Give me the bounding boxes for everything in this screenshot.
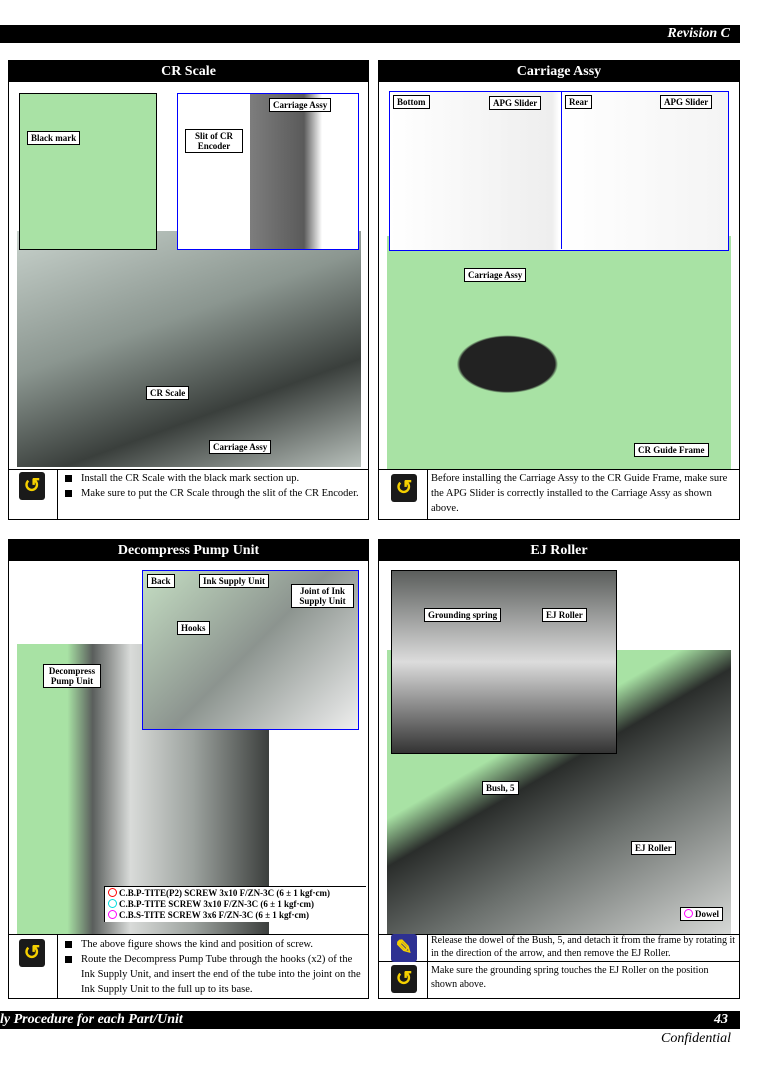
footer-bar: ly Procedure for each Part/Unit 43	[0, 1011, 740, 1029]
label-pump: Decompress Pump Unit	[43, 664, 101, 688]
encoder-inset	[177, 93, 359, 250]
label-apg-slider: APG Slider	[489, 96, 542, 110]
label-back: Back	[147, 574, 175, 588]
bottom-rear-inset	[389, 91, 729, 251]
label-dowel: Dowel	[680, 907, 723, 921]
panel-decompress-pump: Decompress Pump Unit Back Ink Supply Uni…	[8, 539, 369, 999]
footer-section: ly Procedure for each Part/Unit	[0, 1012, 183, 1027]
label-cr-scale: CR Scale	[146, 386, 190, 400]
label-cr-guide-frame: CR Guide Frame	[634, 443, 709, 457]
panel-title: Decompress Pump Unit	[9, 540, 368, 561]
cr-scale-notes: Install the CR Scale with the black mark…	[63, 471, 363, 501]
note: Route the Decompress Pump Tube through t…	[63, 952, 365, 997]
note: The above figure shows the kind and posi…	[63, 937, 365, 952]
confidential-label: Confidential	[661, 1031, 731, 1046]
revision-label: Revision C	[667, 26, 730, 41]
panel-title: EJ Roller	[379, 540, 739, 561]
grounding-inset	[391, 570, 617, 754]
label-hooks: Hooks	[177, 621, 210, 635]
label-carriage: Carriage Assy	[464, 268, 527, 282]
label-slit: Slit of CR Encoder	[185, 129, 243, 153]
reassembly-arrow-icon: ↺	[391, 965, 417, 993]
label-bush: Bush, 5	[482, 781, 519, 795]
note: Install the CR Scale with the black mark…	[63, 471, 363, 486]
label-grounding-spring: Grounding spring	[424, 608, 502, 622]
reassembly-arrow-icon: ↺	[19, 939, 45, 967]
label-ink-supply: Ink Supply Unit	[199, 574, 270, 588]
panel-title: Carriage Assy	[379, 61, 739, 82]
cr-scale-photo	[17, 231, 361, 467]
ej-note-2: Make sure the grounding spring touches t…	[431, 965, 709, 990]
pump-notes: The above figure shows the kind and posi…	[63, 937, 365, 997]
label-rear: Rear	[565, 95, 592, 109]
label-ej-roller: EJ Roller	[542, 608, 587, 622]
screw-legend: C.B.P-TITE(P2) SCREW 3x10 F/ZN-3C (6 ± 1…	[104, 886, 366, 922]
screw-magenta: C.B.S-TITE SCREW 3x6 F/ZN-3C (6 ± 1 kgf·…	[108, 910, 363, 921]
screw-red: C.B.P-TITE(P2) SCREW 3x10 F/ZN-3C (6 ± 1…	[108, 888, 363, 899]
panel-cr-scale: CR Scale Black mark Slit of CR Encoder C…	[8, 60, 369, 520]
carriage-photo	[387, 236, 731, 469]
note: Make sure to put the CR Scale through th…	[63, 486, 363, 501]
reassembly-arrow-icon: ↺	[391, 474, 417, 502]
page-number: 43	[714, 1012, 728, 1027]
black-mark-inset	[19, 93, 157, 250]
label-ej-roller: EJ Roller	[631, 841, 676, 855]
screw-cyan: C.B.P-TITE SCREW 3x10 F/ZN-3C (6 ± 1 kgf…	[108, 899, 363, 910]
label-bottom: Bottom	[393, 95, 430, 109]
label-black-mark: Black mark	[27, 131, 81, 145]
label-carriage-top: Carriage Assy	[269, 98, 332, 112]
panel-ej-roller: EJ Roller Grounding spring EJ Roller Bus…	[378, 539, 740, 999]
label-joint: Joint of Ink Supply Unit	[291, 584, 354, 608]
panel-title: CR Scale	[9, 61, 368, 82]
label-carriage-bottom: Carriage Assy	[209, 440, 272, 454]
reassembly-arrow-icon: ↺	[19, 472, 45, 500]
carriage-note: Before installing the Carriage Assy to t…	[431, 473, 728, 514]
header-bar: Revision C	[0, 25, 740, 43]
panel-carriage-assy: Carriage Assy Bottom APG Slider Rear APG…	[378, 60, 740, 520]
label-apg-slider: APG Slider	[660, 95, 713, 109]
ej-note-1: Release the dowel of the Bush, 5, and de…	[431, 935, 736, 959]
brush-icon: ✎	[391, 934, 417, 962]
